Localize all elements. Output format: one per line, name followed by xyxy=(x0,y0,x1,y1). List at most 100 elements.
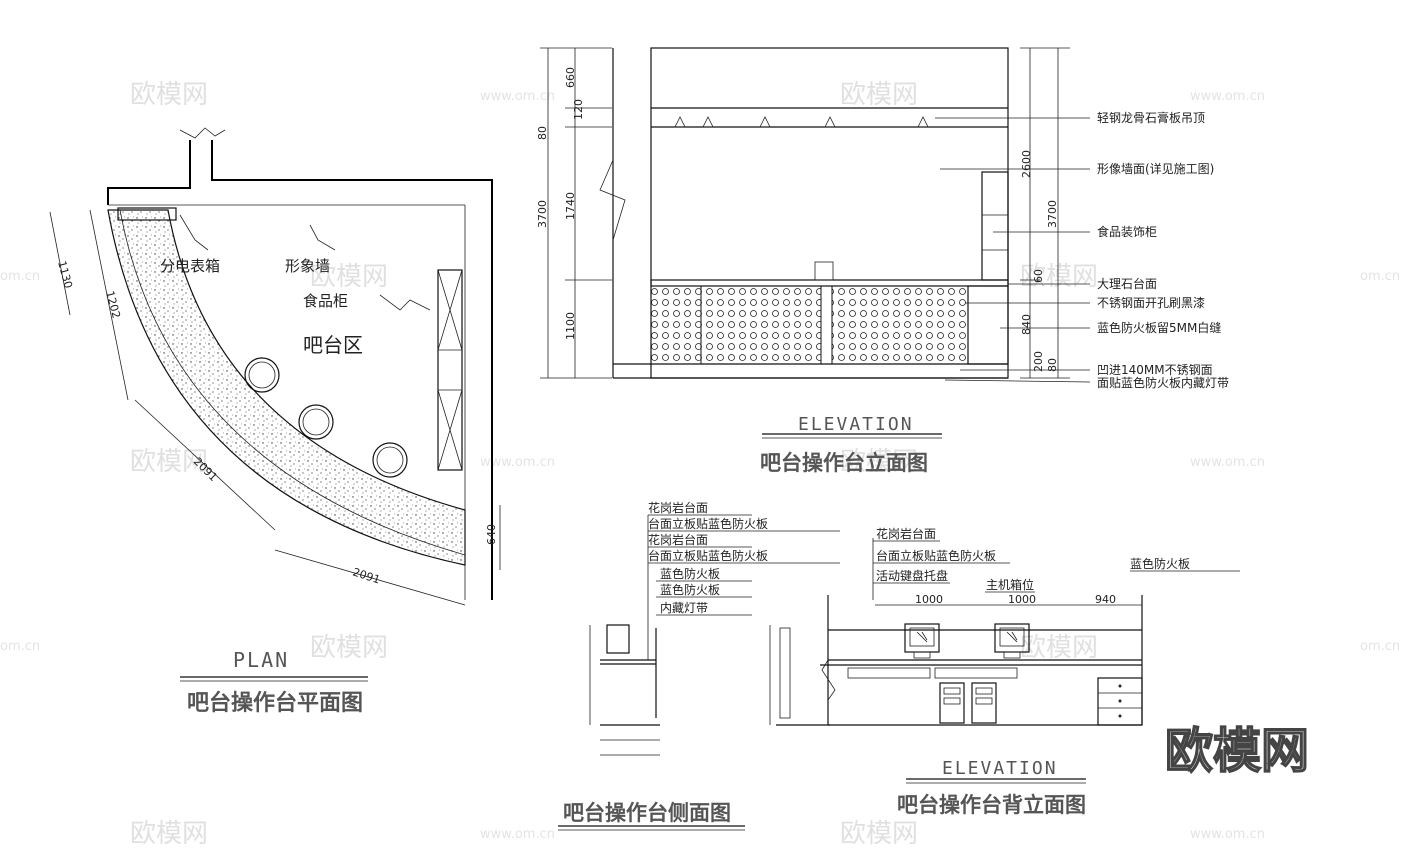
marble-countertop xyxy=(650,279,1009,287)
watermark-site-short: om.cn xyxy=(0,269,40,284)
bar-stool xyxy=(372,442,408,478)
bar-stool xyxy=(244,357,280,393)
watermark-brand: 欧模网 xyxy=(310,633,388,663)
dim-2600: 2600 xyxy=(1020,150,1033,178)
note-food-cabinet: 食品装饰柜 xyxy=(1097,224,1157,239)
note-light-strip: 面贴蓝色防火板内藏灯带 xyxy=(1097,375,1229,390)
watermark-brand: 欧模网 xyxy=(840,80,918,110)
dim-1202: 1202 xyxy=(103,289,123,319)
label-panel: 分电表箱 xyxy=(160,257,220,275)
dim-3700-right: 3700 xyxy=(1046,200,1059,228)
note-marble-top: 大理石台面 xyxy=(1097,276,1157,291)
watermark-site: www.om.cn xyxy=(480,455,555,470)
computer-tower-icon xyxy=(939,682,965,724)
ceiling-light-icon xyxy=(917,116,929,128)
side-panel-profile xyxy=(779,627,791,719)
note-recessed-steel: 凹进140MM不锈钢面 xyxy=(1097,363,1213,377)
cabinet-x xyxy=(437,389,463,471)
note-blue-panel: 蓝色防火板留5MM白缝 xyxy=(1097,320,1221,335)
leader-line xyxy=(379,294,431,311)
label-bar-area: 吧台区 xyxy=(303,333,363,357)
ceiling-light-icon xyxy=(759,116,771,128)
watermark-brand: 欧模网 xyxy=(1020,262,1098,292)
elevation-title-en: ELEVATION xyxy=(798,414,914,435)
side-note: 内藏灯带 xyxy=(660,601,708,615)
keyboard-tray xyxy=(934,667,1018,679)
keyboard-tray xyxy=(847,667,931,679)
watermark-site: www.om.cn xyxy=(480,827,555,842)
plan-title-en: PLAN xyxy=(233,648,289,672)
dim-1000-b: 1000 xyxy=(1008,593,1036,606)
note-ceiling: 轻钢龙骨石膏板吊顶 xyxy=(1097,110,1205,125)
side-note: 台面立板贴蓝色防火板 xyxy=(648,516,768,531)
dim-200: 200 xyxy=(1032,351,1045,372)
brand-logo-watermark: 欧模网 xyxy=(1165,723,1309,779)
dim-1130: 1130 xyxy=(55,259,75,289)
watermark-site-short: om.cn xyxy=(1360,639,1400,654)
dim-940: 940 xyxy=(1095,593,1116,606)
dim-1100: 1100 xyxy=(564,312,577,340)
back-title-en: ELEVATION xyxy=(942,758,1058,779)
leader-line xyxy=(944,379,1091,383)
drawer-cabinet xyxy=(1097,677,1143,726)
ceiling-light-icon xyxy=(702,116,714,128)
leader-line xyxy=(309,224,336,251)
dim-line xyxy=(274,549,466,606)
dim-120: 120 xyxy=(572,99,585,120)
dim-line xyxy=(49,211,71,316)
side-note: 蓝色防火板 xyxy=(660,582,720,597)
break-symbol xyxy=(821,659,836,701)
side-section: 花岗岩台面 台面立板贴蓝色防火板 花岗岩台面 台面立板贴蓝色防火板 蓝色防火板 … xyxy=(558,500,840,831)
label-image-wall: 形象墙 xyxy=(285,257,330,275)
perforated-panel xyxy=(831,285,969,365)
watermark-brand: 欧模网 xyxy=(1020,633,1098,663)
break-symbol xyxy=(599,159,626,241)
dim-line xyxy=(89,209,129,401)
side-note: 蓝色防火板 xyxy=(660,566,720,581)
watermark-brand: 欧模网 xyxy=(840,819,918,849)
drawer-knob xyxy=(1118,714,1122,718)
back-title-cn: 吧台操作台背立面图 xyxy=(897,793,1086,817)
watermark-site: www.om.cn xyxy=(1190,827,1265,842)
front-elevation: 660 120 80 1740 3700 1100 2600 3700 60 8… xyxy=(536,47,1229,475)
watermark-site-short: om.cn xyxy=(0,639,40,654)
drawer-knob xyxy=(1118,684,1122,688)
plan-wall-left xyxy=(107,140,191,205)
monitor-icon xyxy=(904,623,940,659)
watermark-site: www.om.cn xyxy=(480,89,555,104)
dim-80-right: 80 xyxy=(1046,358,1059,372)
leader-line xyxy=(179,214,209,251)
ceiling-light-icon xyxy=(824,116,836,128)
plan-title-cn: 吧台操作台平面图 xyxy=(187,690,363,716)
side-note: 花岗岩台面 xyxy=(648,532,708,547)
break-symbol xyxy=(179,127,226,139)
note-image-wall: 形像墙面(详见施工图) xyxy=(1097,161,1214,176)
watermark-brand: 欧模网 xyxy=(130,819,208,849)
plan-counter-edge xyxy=(119,209,466,556)
watermark-brand: 欧模网 xyxy=(310,262,388,292)
computer-tower-icon xyxy=(971,682,997,724)
side-panel xyxy=(967,285,1009,365)
electrical-box xyxy=(117,207,177,221)
watermark-brand: 欧模网 xyxy=(130,447,208,477)
plan-counter xyxy=(107,209,466,566)
perforated-panel xyxy=(700,285,822,365)
back-note: 台面立板贴蓝色防火板 xyxy=(876,548,996,563)
back-note: 活动键盘托盘 xyxy=(876,568,948,583)
dim-640: 640 xyxy=(485,524,498,545)
dim-660: 660 xyxy=(564,67,577,88)
food-display-cabinet xyxy=(981,171,1009,281)
side-note: 台面立板贴蓝色防火板 xyxy=(648,548,768,563)
back-note: 花岗岩台面 xyxy=(876,526,936,541)
monitor-icon xyxy=(994,623,1030,659)
dim-2091-b: 2091 xyxy=(351,565,382,586)
watermark-brand: 欧模网 xyxy=(130,80,208,110)
side-title-cn: 吧台操作台侧面图 xyxy=(563,801,731,825)
back-elevation: 花岗岩台面 台面立板贴蓝色防火板 活动键盘托盘 主机箱位 蓝色防火板 1000 … xyxy=(820,526,1240,817)
back-note: 蓝色防火板 xyxy=(1130,556,1190,571)
label-food-cabinet: 食品柜 xyxy=(303,292,348,310)
dim-60: 60 xyxy=(1032,269,1045,283)
back-note: 主机箱位 xyxy=(986,577,1034,592)
perforated-panel xyxy=(650,285,702,365)
